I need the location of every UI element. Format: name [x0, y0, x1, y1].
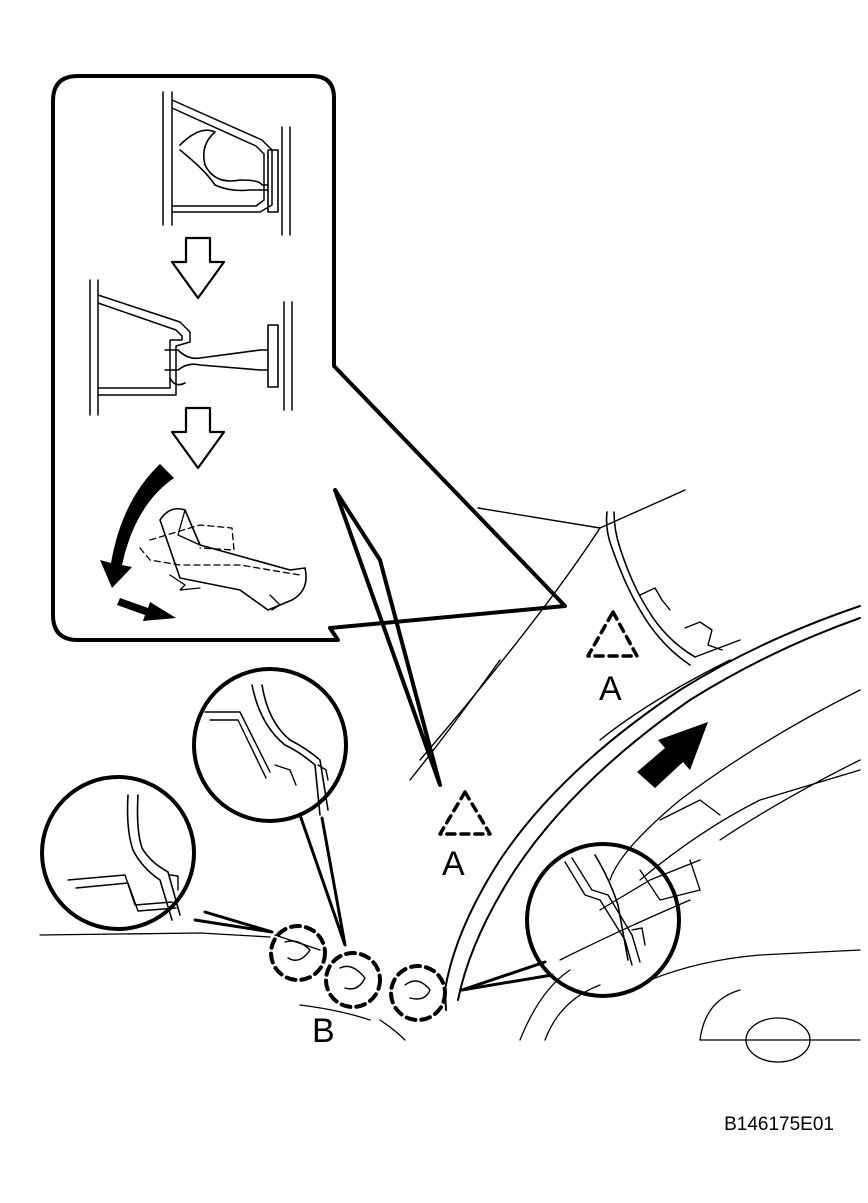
clip-location-circle-1 [269, 924, 327, 982]
dashed-triangle-icon [586, 610, 639, 658]
hollow-down-arrow-icon [170, 236, 226, 300]
garnish-removal-illustration [139, 507, 307, 611]
hollow-down-arrow-icon [170, 406, 226, 470]
dashed-triangle-icon [438, 790, 492, 836]
pull-arrow-icon [117, 598, 176, 621]
callout-pointer-right [460, 960, 554, 992]
detail-circle-middle [192, 667, 348, 823]
callout-pointer-left [193, 910, 274, 934]
label-a-upper: A [599, 670, 622, 708]
clip-engaged-illustration [162, 91, 291, 236]
label-b: B [312, 1012, 335, 1050]
curved-arrow-icon [100, 464, 174, 588]
figure-code: B146175E01 [724, 1114, 834, 1135]
clip-location-circle-3 [389, 964, 447, 1022]
detail-circle-right [525, 842, 681, 998]
callout-pointer-middle [298, 813, 347, 947]
callout-pointer-lower [333, 488, 442, 787]
inset-callout-outline [51, 74, 567, 642]
solid-arrow-icon [637, 722, 708, 788]
label-a-lower: A [442, 845, 465, 883]
detail-circle-left [40, 775, 196, 931]
vehicle-interior-background [39, 489, 861, 1063]
clip-location-circle-2 [324, 951, 382, 1009]
clip-released-illustration [89, 279, 293, 416]
procedure-inset-panel [51, 74, 567, 642]
